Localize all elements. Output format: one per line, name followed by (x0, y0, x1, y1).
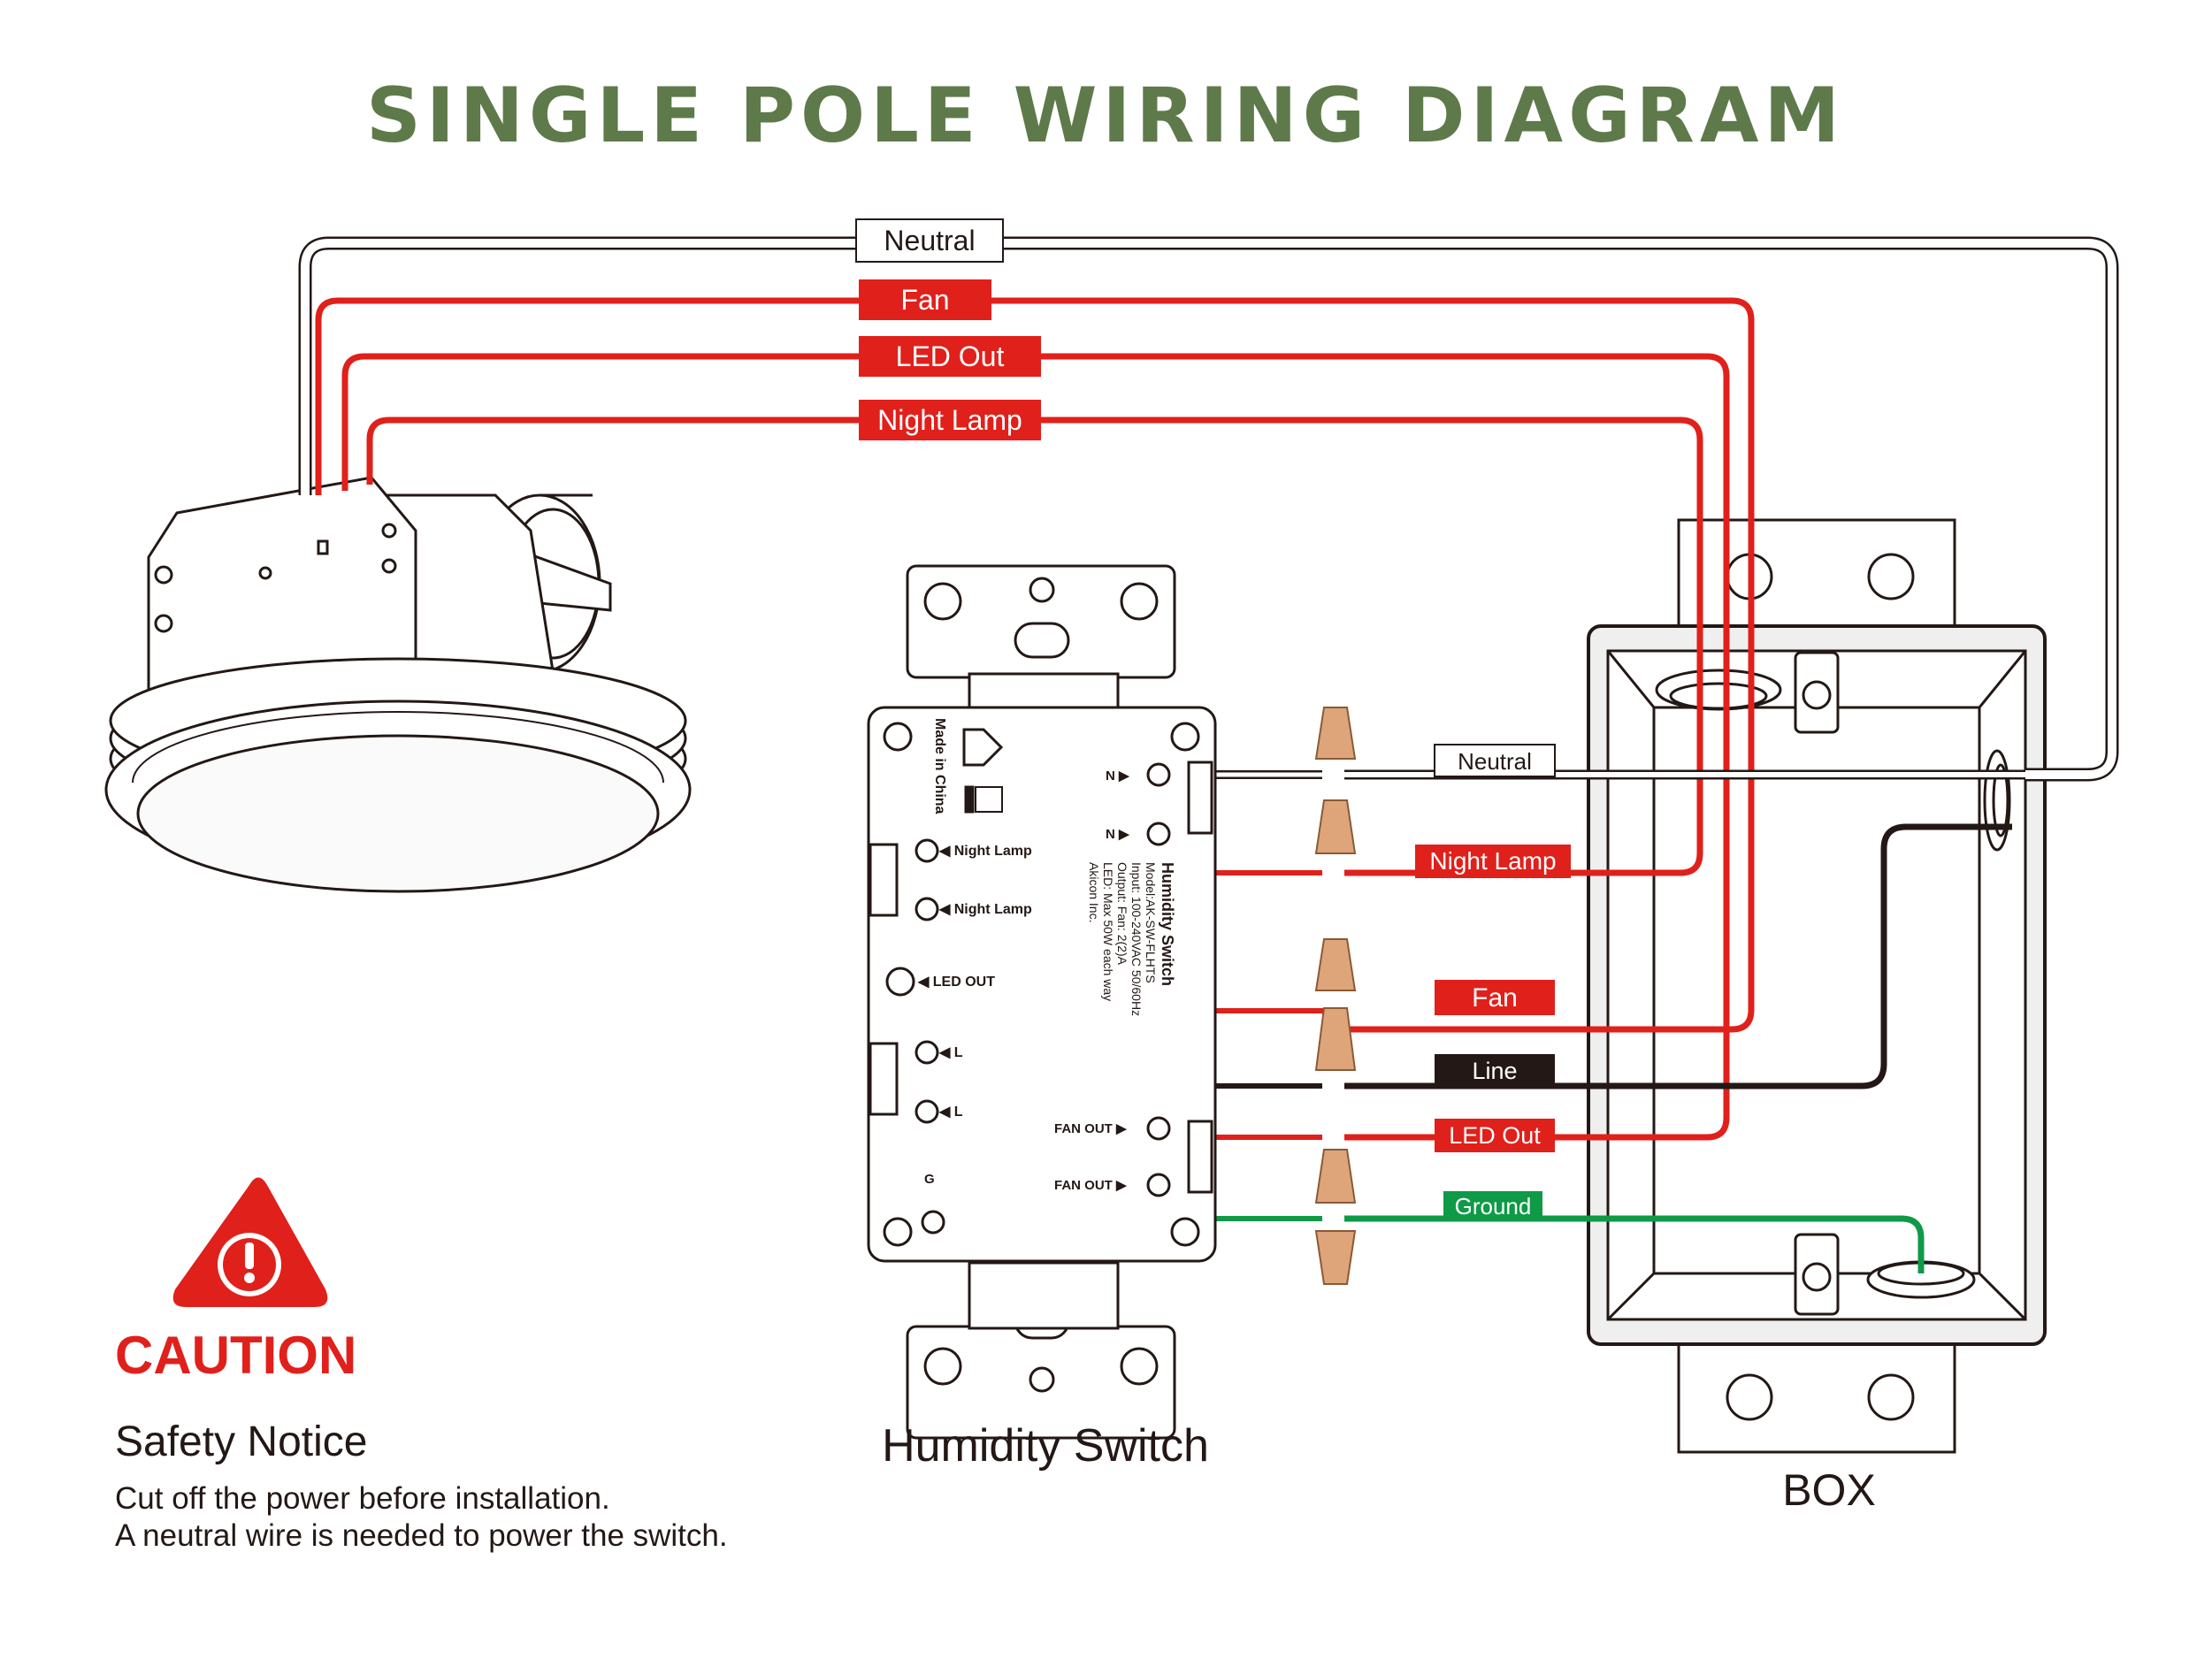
terminal-g-label: G (924, 1172, 935, 1187)
safety-notice-title: Safety Notice (115, 1418, 367, 1465)
night-lamp-wire (366, 417, 1703, 876)
terminal-n1-label: N ▶ (1106, 768, 1130, 784)
spec-line: Akicon Inc. (1087, 862, 1101, 922)
label-neutral: Neutral (1458, 748, 1532, 775)
box-caption: BOX (1782, 1465, 1876, 1515)
wire-nut (1314, 799, 1357, 854)
electrical-box (1587, 518, 2047, 1454)
wire-nut (1314, 938, 1357, 991)
label-led-out-top: LED Out (896, 340, 1005, 372)
wire-nut (1314, 1149, 1357, 1204)
spec-line: Input: 100-240VAC 50/60Hz (1129, 862, 1144, 1016)
safety-notice-line-2: A neutral wire is needed to power the sw… (115, 1518, 728, 1553)
switch-markings: Made in China N ▶ N ▶ ◀ Night Lamp ◀ Nig… (917, 718, 1176, 1193)
label-ground: Ground (1455, 1193, 1532, 1219)
terminal-fan-out-2-label: FAN OUT ▶ (1054, 1178, 1128, 1193)
switch-caption: Humidity Switch (882, 1420, 1209, 1472)
label-line: Line (1472, 1058, 1517, 1084)
line-wire (1344, 823, 2012, 1089)
label-fan: Fan (1472, 983, 1518, 1013)
spec-line: Model:AK-SW-FLHTS (1144, 862, 1158, 983)
exhaust-fan-unit (104, 476, 692, 893)
label-fan-top: Fan (900, 284, 949, 316)
safety-notice-line-1: Cut off the power before installation. (115, 1481, 610, 1516)
led-out-wire (341, 353, 1730, 1141)
made-in-label: Made in China (932, 718, 947, 814)
ground-wire (1344, 1215, 1925, 1273)
terminal-n2-label: N ▶ (1106, 827, 1130, 842)
wire-labels: Neutral Fan LED Out Night Lamp Neutral N… (855, 218, 1571, 1221)
humidity-switch (867, 564, 1217, 1440)
label-night-lamp-top: Night Lamp (877, 404, 1022, 436)
spec-line: Humidity Switch (1159, 862, 1176, 986)
terminal-night-lamp-1-label: ◀ Night Lamp (938, 844, 1032, 859)
wire-nut (1314, 1007, 1357, 1071)
terminal-l2-label: ◀ L (938, 1105, 963, 1120)
label-led-out: LED Out (1449, 1122, 1541, 1149)
caution-heading: CAUTION (115, 1326, 356, 1385)
page-title: SINGLE POLE WIRING DIAGRAM (366, 72, 1845, 160)
fan-wire (315, 297, 1755, 1033)
spec-line: Output: Fan: 2(2)A (1115, 862, 1129, 966)
wire-nut (1314, 707, 1357, 760)
spec-line: LED: Max 50W each way (1101, 862, 1115, 1001)
terminal-led-out-label: ◀ LED OUT (917, 975, 995, 990)
label-night-lamp: Night Lamp (1429, 847, 1556, 875)
wire-connectors (1314, 707, 1357, 1285)
caution-block: CAUTION Safety Notice Cut off the power … (115, 1177, 728, 1553)
terminal-fan-out-1-label: FAN OUT ▶ (1054, 1121, 1128, 1136)
label-neutral-top: Neutral (884, 225, 975, 256)
terminal-night-lamp-2-label: ◀ Night Lamp (938, 902, 1032, 917)
terminal-l1-label: ◀ L (938, 1045, 963, 1060)
wire-nut (1314, 1230, 1357, 1285)
